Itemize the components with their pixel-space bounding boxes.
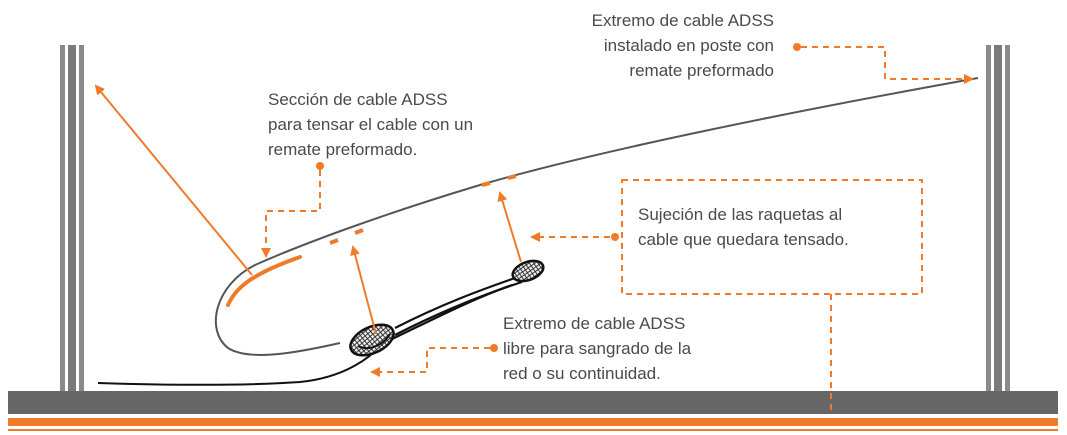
grip-markers	[329, 174, 517, 245]
label-top-cable-end: Extremo de cable ADSS instalado en poste…	[540, 8, 774, 83]
label-line: remate preformado	[629, 61, 774, 80]
ground-bar	[8, 391, 1058, 431]
preformed-section	[226, 255, 302, 307]
label-line: libre para sangrado de la	[503, 339, 692, 358]
label-grip-attachment: Sujeción de las raquetas al cable que qu…	[638, 202, 849, 252]
adss-cable-free-end	[97, 329, 393, 386]
pointer-arrows	[94, 84, 522, 335]
label-line: para tensar el cable con un	[268, 115, 474, 134]
grip-rods	[389, 275, 523, 341]
label-free-cable-end: Extremo de cable ADSS libre para sangrad…	[503, 311, 691, 386]
label-line: instalado en poste con	[603, 36, 774, 55]
label-line: cable que quedara tensado.	[638, 230, 849, 249]
label-line: Extremo de cable ADSS	[503, 314, 686, 333]
label-preformed-section: Sección de cable ADSS para tensar el cab…	[268, 87, 473, 162]
label-line: remate preformado.	[268, 140, 418, 159]
leader-dots	[316, 43, 801, 352]
label-line: Sección de cable ADSS	[268, 90, 448, 109]
pole-left	[60, 45, 84, 391]
mesh-grip-small	[511, 259, 545, 283]
dashed-leaders	[261, 46, 974, 414]
label-line: Extremo de cable ADSS	[591, 11, 774, 30]
label-line: Sujeción de las raquetas al	[638, 205, 843, 224]
pole-right	[986, 45, 1010, 391]
mesh-grip-large	[349, 323, 395, 357]
label-line: red o su continuidad.	[503, 364, 661, 383]
adss-cable-tensioned	[214, 77, 979, 356]
